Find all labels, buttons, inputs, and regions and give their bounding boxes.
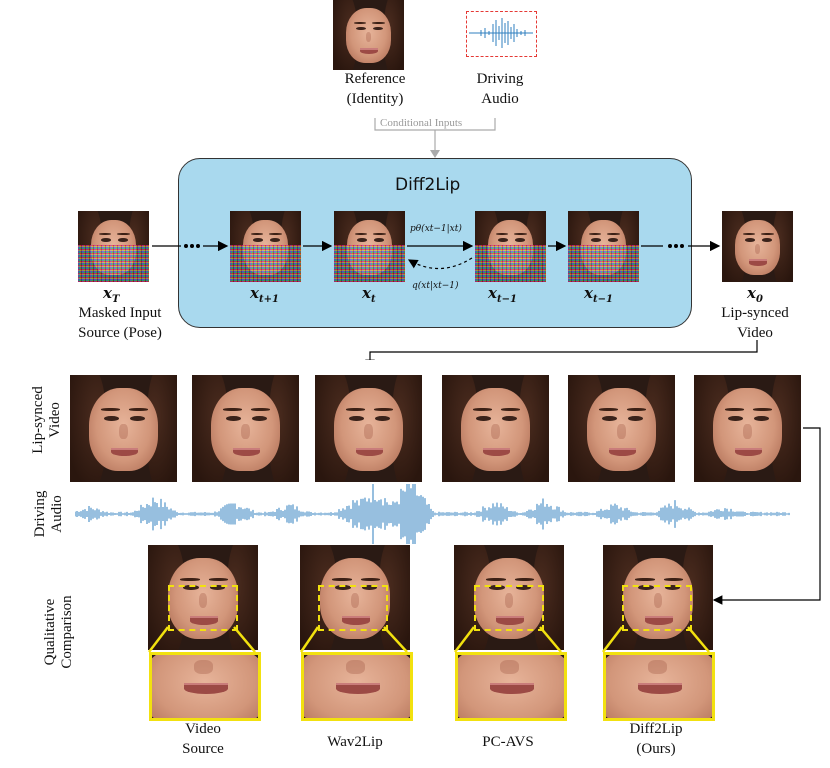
method-label-pcavs: PC-AVS xyxy=(482,734,534,750)
zoom-panel-video-source xyxy=(149,652,261,721)
diff2lip-title: Diff2Lip xyxy=(395,175,461,195)
method-label-diff2lip-line2: (Ours) xyxy=(636,741,676,757)
video-frame-5 xyxy=(568,375,675,482)
output-label-line2: Video xyxy=(737,325,773,341)
x-t-minus-1-symbol: xt−1 xyxy=(488,284,517,305)
zoom-panel-wav2lip xyxy=(301,652,413,721)
driving-audio-thumbnail xyxy=(466,11,537,57)
conditional-bracket xyxy=(374,118,496,158)
method-label-video-source-line1: Video xyxy=(185,721,221,737)
audio-label-line1: Driving xyxy=(476,71,524,87)
video-frame-2 xyxy=(192,375,299,482)
video-frame-3 xyxy=(315,375,422,482)
output-label-line1: Lip-synced xyxy=(721,305,789,321)
conditional-inputs-label: Conditional Inputs xyxy=(377,117,466,129)
reference-label-line2: (Identity) xyxy=(346,91,404,107)
x-t-plus-1-symbol: xt+1 xyxy=(250,284,279,305)
reference-face-image xyxy=(333,0,404,70)
reference-label-line1: Reference xyxy=(344,71,406,87)
zoom-region-diff2lip xyxy=(622,585,692,631)
x-T-symbol: xT xyxy=(103,284,120,305)
noisy-frame-t-minus-1-b xyxy=(568,211,639,282)
method-label-wav2lip: Wav2Lip xyxy=(327,734,383,750)
masked-input-label-line2: Source (Pose) xyxy=(78,325,162,341)
method-label-video-source-line2: Source xyxy=(182,741,224,757)
x-0-symbol: x0 xyxy=(747,284,763,305)
zoom-panel-pcavs xyxy=(455,652,567,721)
method-label-diff2lip-line1: Diff2Lip xyxy=(629,721,683,737)
noisy-frame-t-plus-1 xyxy=(230,211,301,282)
masked-input-label-line1: Masked Input xyxy=(78,305,162,321)
forward-process-label: q(xt|xt−1) xyxy=(412,281,459,291)
noisy-frame-t-minus-1 xyxy=(475,211,546,282)
video-frame-1 xyxy=(70,375,177,482)
driving-audio-waveform xyxy=(75,484,790,544)
output-face xyxy=(722,211,793,282)
x-t-symbol: xt xyxy=(362,284,376,305)
zoom-region-wav2lip xyxy=(318,585,388,631)
diffusion-arrows xyxy=(152,240,758,360)
video-frame-4 xyxy=(442,375,549,482)
zoom-panel-diff2lip xyxy=(603,652,715,721)
noisy-frame-t xyxy=(334,211,405,282)
zoom-region-pcavs xyxy=(474,585,544,631)
x-t-minus-1-b-symbol: xt−1 xyxy=(584,284,613,305)
comparison-diff2lip-face xyxy=(603,545,713,650)
audio-label-line2: Audio xyxy=(481,91,519,107)
zoom-region-video-source xyxy=(168,585,238,631)
video-frame-6 xyxy=(694,375,801,482)
reverse-process-label: pθ(xt−1|xt) xyxy=(410,224,462,234)
masked-input-face xyxy=(78,211,149,282)
